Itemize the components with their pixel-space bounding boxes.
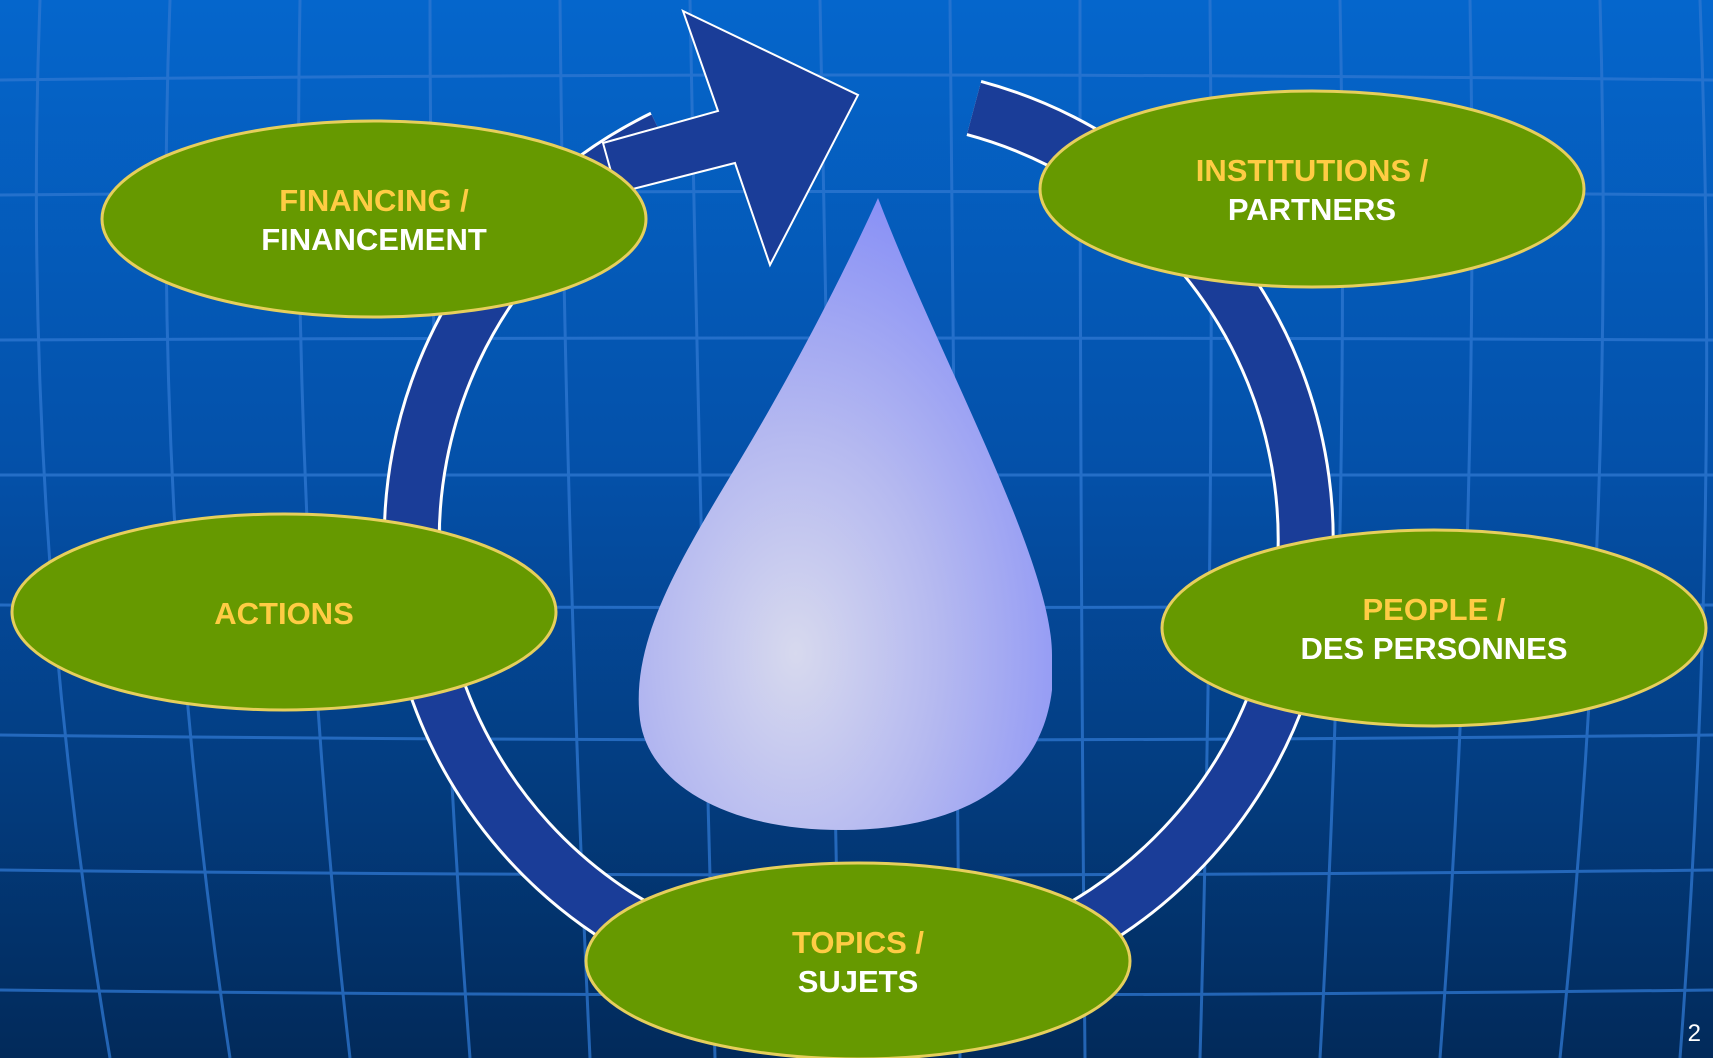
cycle-arrowhead-icon xyxy=(601,9,860,268)
node-financing-label-en: FINANCING / xyxy=(279,183,469,218)
node-topics-label-en: TOPICS / xyxy=(792,925,924,960)
node-topics: TOPICS / SUJETS xyxy=(584,861,1132,1058)
node-actions-label-en: ACTIONS xyxy=(214,596,354,631)
node-actions: ACTIONS xyxy=(10,512,558,712)
node-topics-label-fr: SUJETS xyxy=(798,964,919,999)
node-people-label-fr: DES PERSONNES xyxy=(1300,631,1567,666)
node-financing-label-fr: FINANCEMENT xyxy=(261,222,487,257)
node-financing: FINANCING / FINANCEMENT xyxy=(100,119,648,319)
node-institutions-label-fr: PARTNERS xyxy=(1228,192,1396,227)
page-number: 2 xyxy=(1687,1020,1701,1047)
water-drop-icon xyxy=(638,198,1052,830)
node-institutions-label-en: INSTITUTIONS / xyxy=(1196,153,1429,188)
node-people: PEOPLE / DES PERSONNES xyxy=(1160,528,1708,728)
node-people-label-en: PEOPLE / xyxy=(1363,592,1506,627)
node-institutions: INSTITUTIONS / PARTNERS xyxy=(1038,89,1586,289)
